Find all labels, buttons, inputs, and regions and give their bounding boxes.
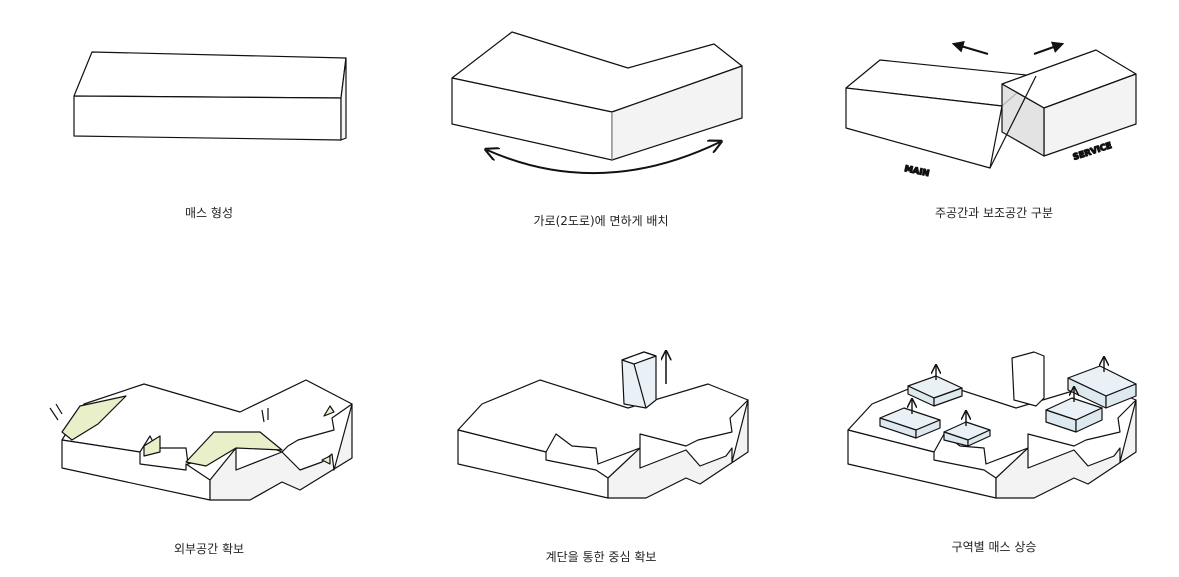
mass-diagram-1 — [73, 51, 347, 141]
mass-diagram-3: MAIN SERVICE — [845, 40, 1137, 180]
label-main: MAIN — [903, 164, 930, 179]
mass-diagram-4 — [49, 379, 353, 501]
caption-main-service-split: 주공간과 보조공간 구분 — [934, 206, 1054, 220]
caption-street-facing: 가로(2도로)에 면하게 배치 — [533, 214, 669, 228]
caption-central-stair: 계단을 통한 중심 확보 — [545, 550, 657, 564]
mass-diagram-2 — [451, 31, 743, 175]
mass-diagram-5 — [457, 352, 749, 499]
mass-diagram-6 — [847, 351, 1137, 499]
caption-zone-mass-raise: 구역별 매스 상승 — [951, 540, 1037, 554]
caption-outdoor-space: 외부공간 확보 — [173, 542, 245, 556]
caption-mass-formation: 매스 형성 — [185, 206, 233, 220]
